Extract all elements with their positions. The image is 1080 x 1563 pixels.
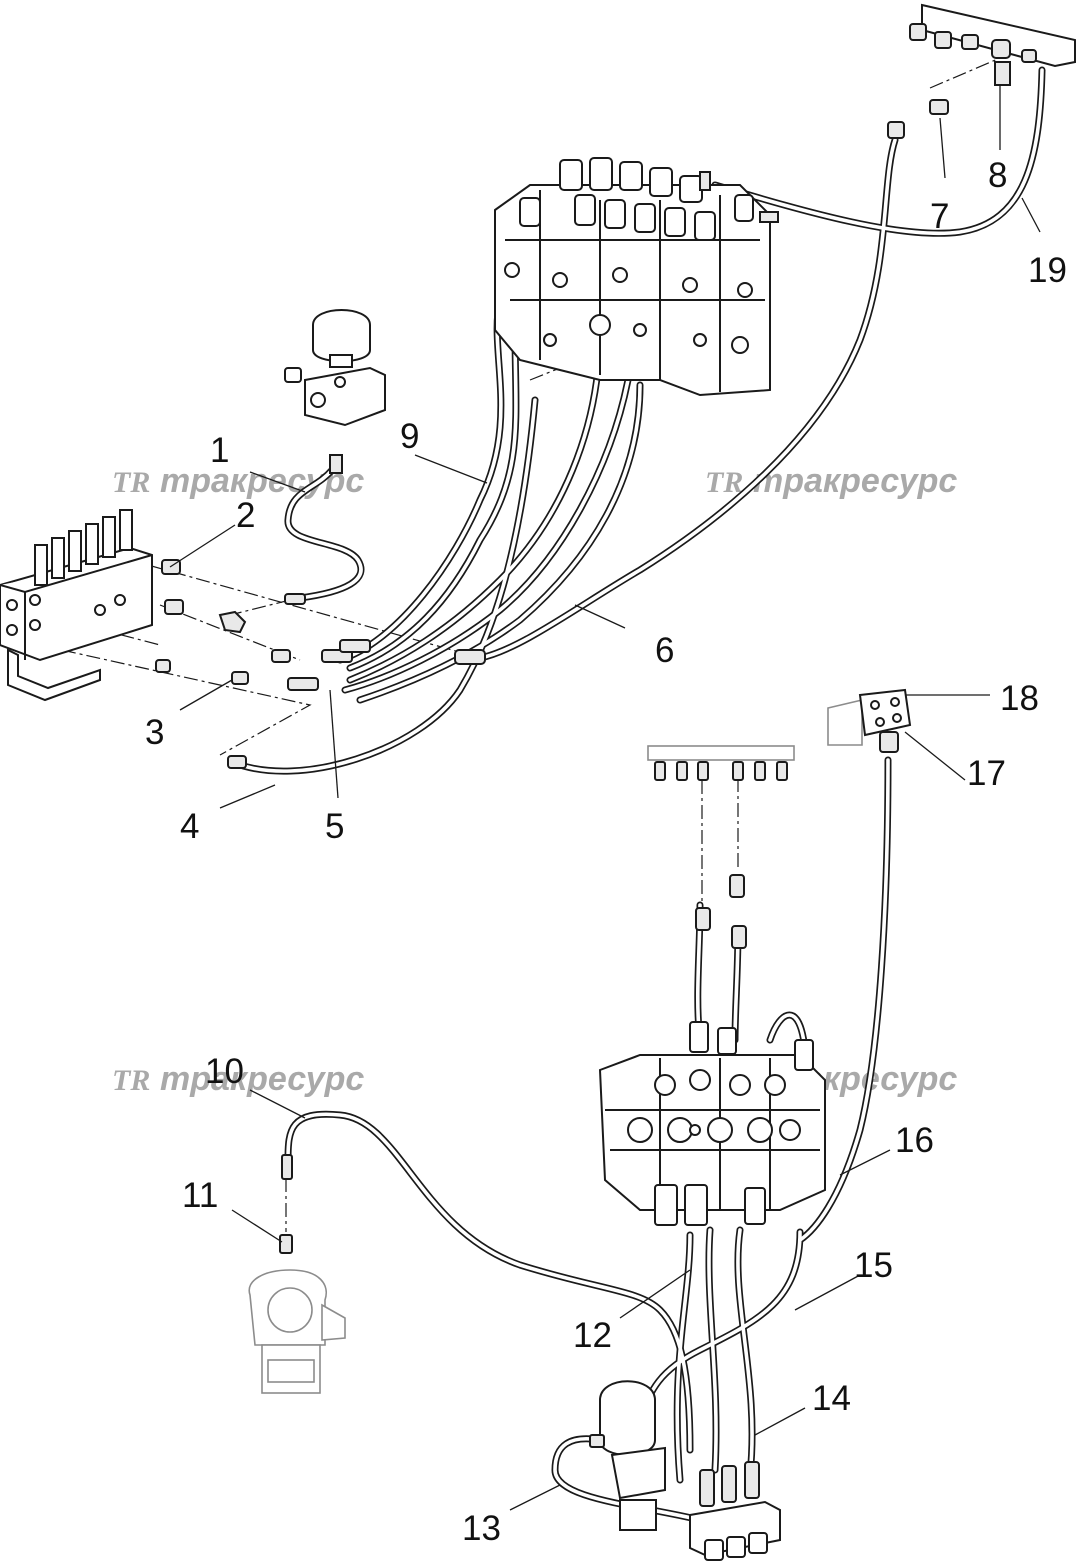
callout-16: 16	[895, 1121, 934, 1160]
callout-19: 19	[1028, 251, 1067, 290]
watermark-logo: TR	[112, 1064, 150, 1097]
callout-13: 13	[462, 1509, 501, 1548]
bottom-manifold	[689, 1461, 781, 1561]
watermark-logo: TR	[112, 466, 150, 499]
watermark-text: тракресурс	[160, 1060, 364, 1098]
hose-15	[636, 1228, 804, 1424]
hoses	[228, 66, 1046, 1524]
callout-3: 3	[145, 713, 164, 752]
left-fittings	[155, 559, 486, 769]
main-control-valve	[494, 157, 779, 397]
right-bracket	[827, 688, 912, 753]
top-right-manifold	[887, 3, 1076, 139]
lower-control-valve	[598, 1021, 826, 1226]
lower-accumulator	[589, 1380, 666, 1531]
callout-14: 14	[812, 1379, 851, 1418]
callout-8: 8	[988, 156, 1007, 195]
watermark-logo: TR	[705, 466, 743, 499]
leader-lines	[169, 85, 1041, 1511]
callout-12: 12	[573, 1316, 612, 1355]
callout-18: 18	[1000, 679, 1039, 718]
callout-5: 5	[325, 807, 344, 846]
left-valve-manifold	[0, 509, 153, 702]
callout-1: 1	[210, 431, 229, 470]
middle-manifold	[647, 745, 795, 949]
accumulator-block	[284, 309, 386, 474]
callout-7: 7	[930, 197, 949, 236]
watermark-2: TR тракресурс	[705, 462, 957, 500]
callout-10: 10	[205, 1052, 244, 1091]
callout-2: 2	[236, 496, 255, 535]
watermark-3: TR тракресурс	[112, 1060, 364, 1098]
callout-9: 9	[400, 417, 419, 456]
watermark-text: тракресурс	[753, 462, 957, 500]
callout-labels: 1 2 3 4 5 6 7 8 9 10 11 12 13 14 15 16 1…	[145, 156, 1067, 1548]
callout-4: 4	[180, 807, 199, 846]
callout-15: 15	[854, 1246, 893, 1285]
callout-17: 17	[967, 754, 1006, 793]
callout-11: 11	[182, 1176, 218, 1215]
pump-assembly	[248, 1154, 346, 1394]
watermark-1: TR тракресурс	[112, 462, 364, 500]
valve-solenoids	[519, 157, 754, 241]
callout-6: 6	[655, 631, 674, 670]
